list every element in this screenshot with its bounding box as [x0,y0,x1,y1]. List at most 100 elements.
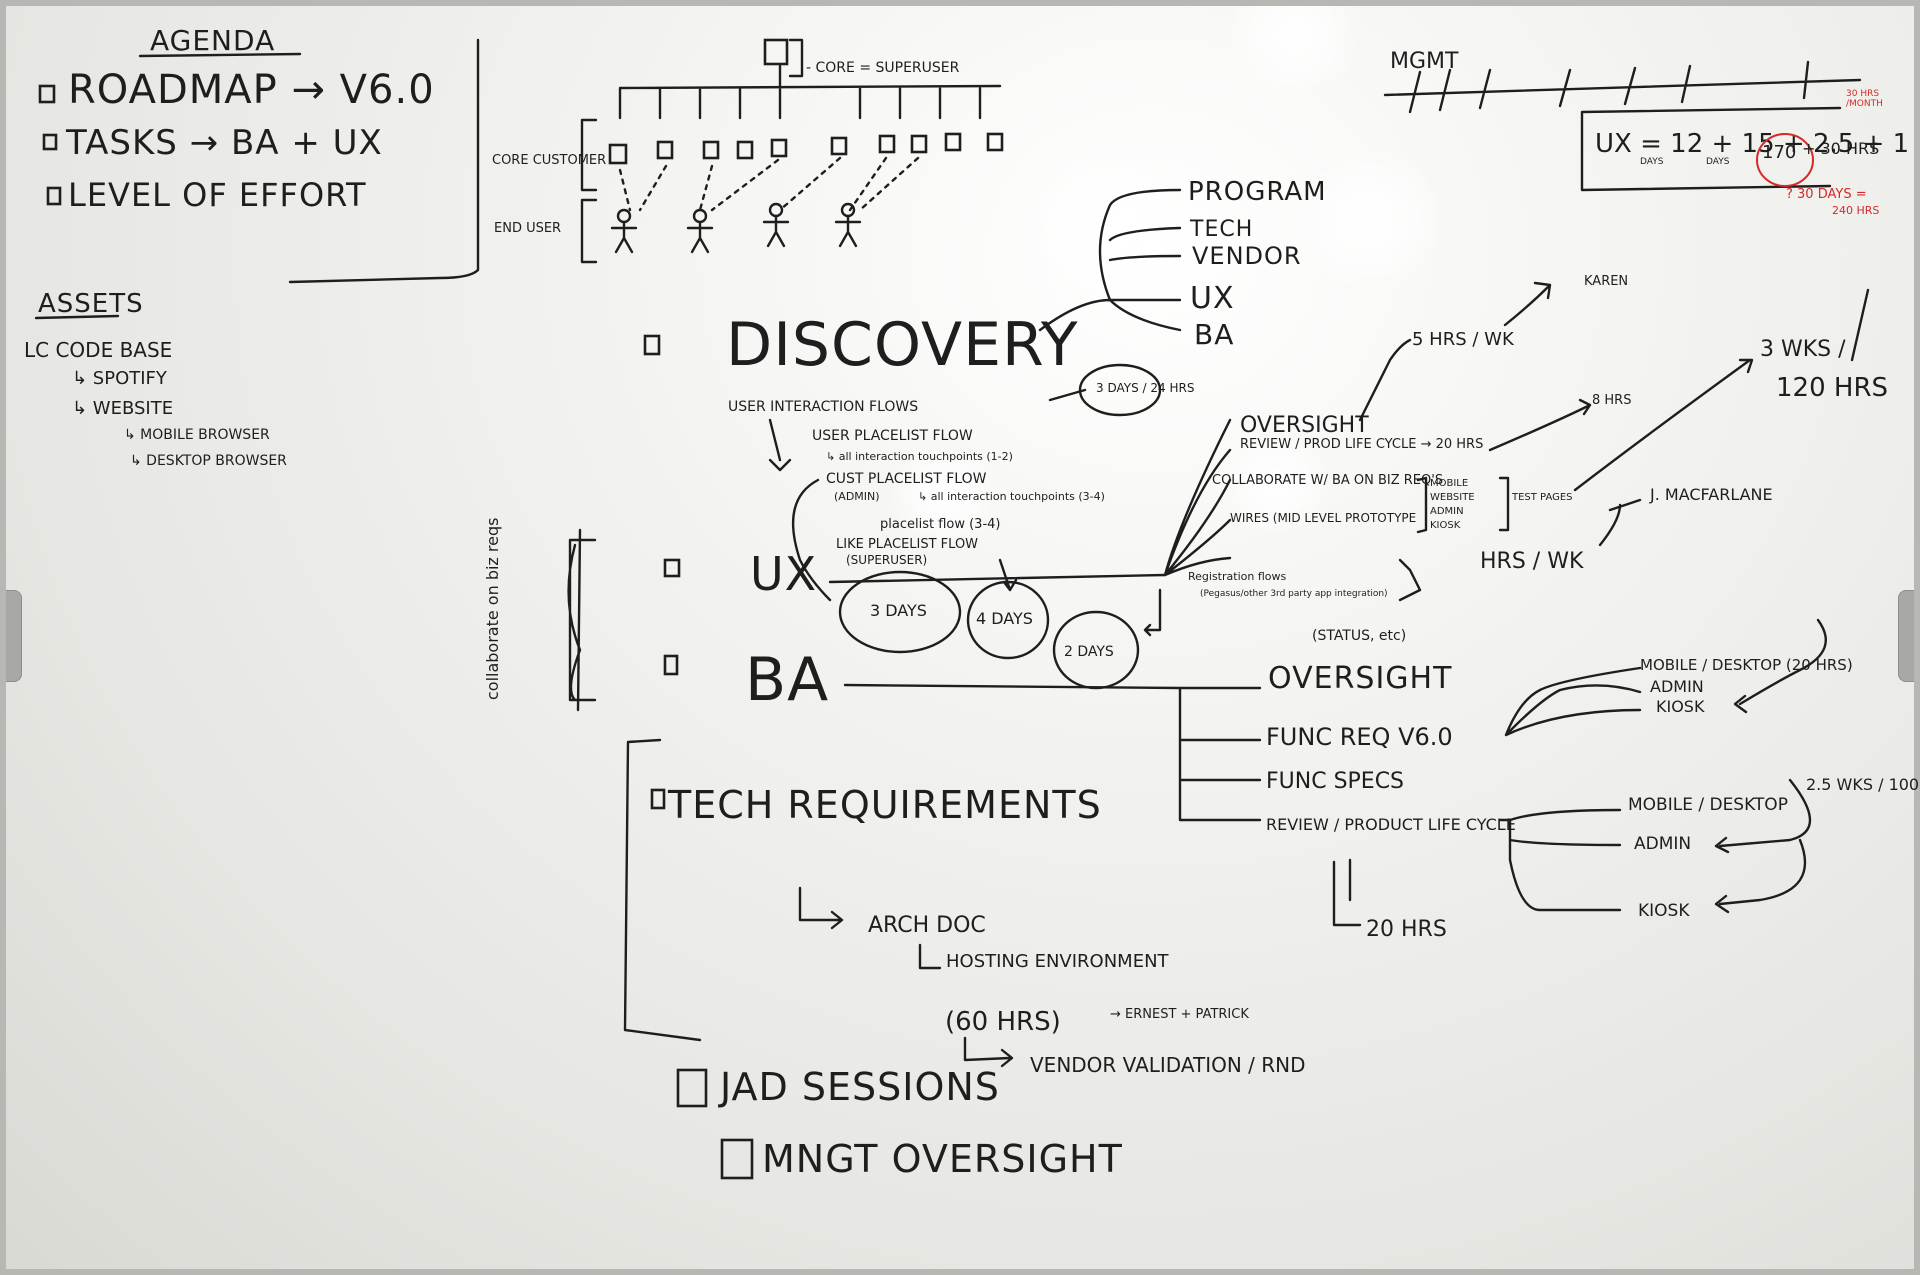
ux-jmac: J. MACFARLANE [1649,485,1773,504]
checkbox-icon [42,133,58,151]
ux-flow-item: LIKE PLACELIST FLOW [836,537,978,552]
assets-line: ↳ WEBSITE [72,398,173,419]
assets-line: ↳ SPOTIFY [72,368,168,389]
ba-spec-target: ADMIN [1634,834,1691,854]
assets-line: ↳ DESKTOP BROWSER [130,453,287,469]
user-hierarchy: - CORE = SUPERUSER CORE CUSTOMER END USE… [492,38,1004,264]
light-glare [1300,150,1440,290]
tech-line: VENDOR VALIDATION / RND [1030,1053,1306,1077]
estimate-plus-hrs: + 30 HRS [1802,139,1879,158]
ux-bubble-label: 2 DAYS [1064,644,1114,660]
light-glare [1225,0,1365,90]
ba-branch-oversight: OVERSIGHT [1268,661,1452,696]
superuser-box [763,38,789,66]
assets-line: ↳ MOBILE BROWSER [124,427,270,443]
tech-line: (60 HRS) [945,1007,1061,1037]
ux-wire-target: MOBILE [1430,478,1468,489]
ba-spec-estimate: 2.5 WKS / 100 HRS [1806,775,1920,794]
discovery-branch: PROGRAM [1188,177,1327,207]
assets-line: LC CODE BASE [24,338,172,362]
stick-figure-icon [762,202,790,248]
tech-line: HOSTING ENVIRONMENT [946,951,1170,972]
collaborate-note: collaborate on biz reqs [483,518,502,700]
ux-bubble-label: 4 DAYS [976,609,1033,628]
timeline-label: MGMT [1390,49,1459,74]
tech-title: TECH REQUIREMENTS [667,783,1102,827]
ba-spec-target: MOBILE / DESKTOP [1628,795,1788,815]
ux-flow-item: placelist flow (3-4) [880,517,1001,532]
ux-wires: WIRES (MID LEVEL PROTOTYPE [1230,511,1416,525]
ux-collaborate: COLLABORATE W/ BA ON BIZ REQ'S [1212,473,1443,488]
light-glare [1030,150,1180,300]
tech-line: ARCH DOC [868,913,986,938]
ux-wire-target: KIOSK [1430,520,1461,531]
ux-bubble-label: 3 DAYS / 24 HRS [1096,381,1194,395]
ba-branch-review: REVIEW / PRODUCT LIFE CYCLE [1266,815,1516,834]
ba-review-hrs: 20 HRS [1366,917,1447,942]
ba-func-target: ADMIN [1650,677,1704,696]
ba-branch-func-specs: FUNC SPECS [1266,769,1404,794]
discovery-branch: TECH [1189,217,1253,242]
ux-karen: KAREN [1584,274,1628,289]
ux-oversight: OVERSIGHT [1240,413,1369,438]
light-glare [1215,440,1335,530]
estimate-days-label: DAYS [1640,157,1664,167]
ba-func-target: KIOSK [1656,697,1705,716]
collaborate-bracket: collaborate on biz reqs [483,518,597,712]
ux-flow-item: (ADMIN) [834,490,880,503]
tech-line: → ERNEST + PATRICK [1110,1007,1249,1022]
ux-registration-note: (Pegasus/other 3rd party app integration… [1200,589,1388,599]
superuser-note: - CORE = SUPERUSER [806,60,960,76]
agenda-title: AGENDA [150,24,275,57]
ux-three-wks: 3 WKS / [1760,337,1846,362]
ux-oversight-rate: 5 HRS / WK [1412,329,1515,350]
light-glare [885,450,1005,540]
red-note-total: 240 HRS [1832,204,1879,217]
jad-sessions: JAD SESSIONS [718,1065,1000,1109]
estimate-days-label: DAYS [1706,157,1730,167]
ba-branch-func-req: FUNC REQ V6.0 [1266,723,1453,751]
ba-section: BA OVERSIGHT FUNC REQ V6.0 MOBILE / DESK… [663,618,1920,942]
ux-flow-item: CUST PLACELIST FLOW [826,471,987,487]
ux-review-cycle: REVIEW / PROD LIFE CYCLE → 20 HRS [1240,437,1483,452]
ux-wire-target: WEBSITE [1430,492,1475,503]
ux-flow-item: (SUPERUSER) [846,553,927,567]
agenda-item-roadmap: ROADMAP → V6.0 [68,67,435,113]
bottom-section: JAD SESSIONS MNGT OVERSIGHT [676,1065,1123,1181]
agenda-section: AGENDA ROADMAP → V6.0 TASKS → BA + UX LE… [38,24,480,284]
ux-ba-rate: HRS / WK [1480,549,1584,574]
ux-flow-item: ↳ all interaction touchpoints (1-2) [826,450,1013,463]
red-note-hrs: 30 HRS [1846,89,1879,99]
tech-section: TECH REQUIREMENTS ARCH DOC HOSTING ENVIR… [623,738,1306,1077]
discovery-branch: BA [1194,318,1234,351]
stick-figure-icon [686,208,714,254]
checkbox-icon [38,84,56,104]
discovery-title: DISCOVERY [726,310,1079,380]
core-customer-label: CORE CUSTOMER [492,153,606,168]
ux-title: UX [750,547,817,601]
ba-spec-target: KIOSK [1638,901,1690,921]
checkbox-icon [643,334,661,356]
mgmt-timeline: MGMT [1383,49,1862,192]
checkbox-icon [720,1138,754,1180]
red-note-month: /MONTH [1846,99,1883,109]
checkbox-icon [46,186,62,206]
mngt-oversight: MNGT OVERSIGHT [762,1137,1123,1181]
estimate-circled-value: 170 [1762,142,1796,163]
checkbox-icon [663,654,679,676]
end-user-label: END USER [494,221,561,236]
ux-estimate: UX = 12 + 15 + 2.5 + 1 + 1 ≈ DAYS DAYS 1… [1595,89,1920,217]
ux-eight-hrs: 8 HRS [1592,393,1631,408]
stick-figure-icon [610,208,638,254]
stick-figure-icon [834,202,862,248]
ux-flow-item: ↳ all interaction touchpoints (3-4) [918,490,1105,503]
ux-flows-header: USER INTERACTION FLOWS [728,399,918,415]
checkbox-icon [676,1068,708,1108]
ux-bubble-label: 3 DAYS [870,601,927,620]
ba-title: BA [745,645,829,715]
assets-section: ASSETS LC CODE BASE ↳ SPOTIFY ↳ WEBSITE … [24,289,287,469]
ux-flow-item: USER PLACELIST FLOW [812,428,973,444]
ba-func-target: MOBILE / DESKTOP (20 HRS) [1640,656,1853,674]
